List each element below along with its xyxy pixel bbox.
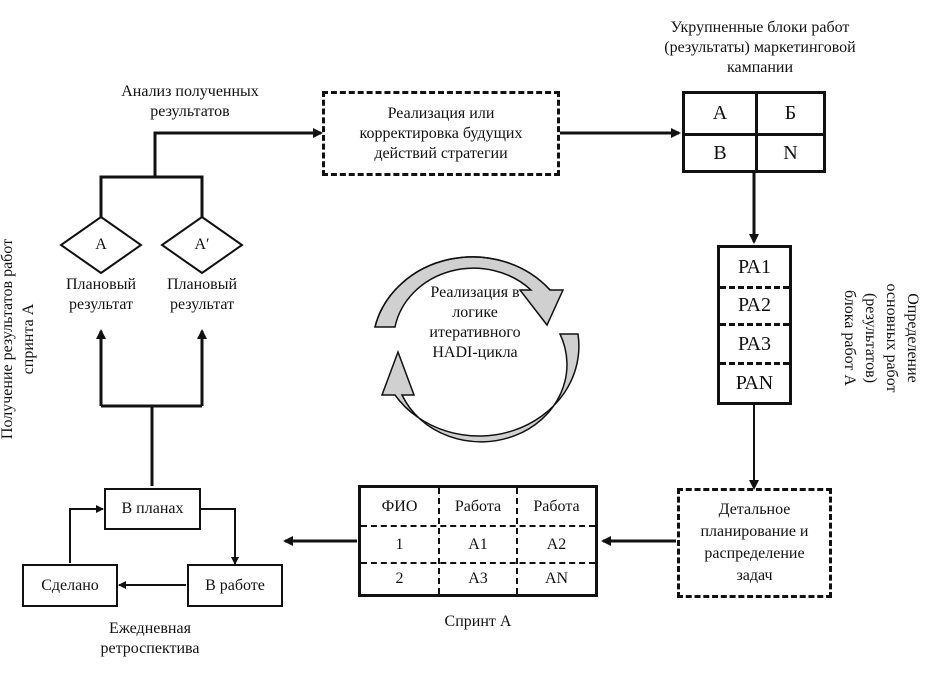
planned-result-a: Плановый результат [56,275,146,315]
strategy-line-2: корректировка будущих [359,124,523,142]
sprint-table: ФИО Работа Работа 1 А1 А2 2 А3 АN [358,485,598,597]
enlarged-line-1: Укрупненные блоки работ [670,19,850,36]
strategy-line-3: действий стратегии [374,144,508,162]
hadi-cycle-arrows [374,256,580,443]
block-a: А [712,102,728,124]
strategy-line-1: Реализация или [387,104,495,122]
planned-result-a-prime: Плановый результат [157,275,247,315]
defining-line-4: блока работ А [841,290,858,386]
row2-work-2: АN [544,570,569,587]
enlarged-line-3: кампании [726,59,794,76]
daily-retro-label: Ежедневная ретроспектива [80,619,220,659]
defining-line-3: (результатов) [862,292,879,384]
arrow-planned-to-progress [201,508,239,565]
work-item-1: РА1 [737,255,771,278]
block-b: Б [784,102,797,124]
work-item-3: РА3 [737,332,771,355]
hadi-line-4: HADI-цикла [432,344,518,361]
arrow-to-strategy [153,128,323,177]
kanban-done-label: Сделано [41,576,99,594]
row2-work-1: А3 [468,570,488,587]
hadi-arrow-outer-top [374,256,551,328]
planning-box: Детальное планирование и распределение з… [677,488,832,598]
branch-top [99,175,204,217]
planned-ap-line-2: результат [169,296,235,313]
kanban-done: Сделано [22,564,118,607]
hadi-line-2: логике [452,304,498,321]
planning-line-2: планирование и [700,523,809,540]
planned-a-line-1: Плановый [65,276,137,293]
defining-line-1: Определение [904,293,921,383]
diamond-a-prime [160,215,244,275]
branch-bottom [99,331,204,486]
planning-line-3: распределение [704,545,805,562]
strategy-box: Реализация или корректировка будущих дей… [322,91,560,176]
diamond-a [59,215,143,275]
diamond-a-symbol: А [95,236,107,253]
header-work-2: Работа [533,497,580,515]
block-v: В [713,141,727,164]
work-item-2: РА2 [737,294,771,316]
getting-line-2: спринта А [20,303,37,375]
enlarged-blocks-label: Укрупненные блоки работ (результаты) мар… [640,18,880,78]
blocks-grid: А Б В N [682,91,826,173]
daily-retro-line-1: Ежедневная [109,620,191,637]
analysis-line-1: Анализ полученных [121,83,259,100]
arrow-done-to-planned [69,505,104,563]
header-work-1: Работа [454,497,502,515]
header-fio: ФИО [381,497,418,515]
defining-line-2: основных работ [883,283,900,393]
hadi-line-3: итеративного [429,324,521,341]
block-n: N [783,141,798,164]
kanban-planned-label: В планах [121,500,184,517]
planning-line-4: задач [736,567,773,584]
analysis-line-2: результатов [150,103,230,120]
getting-results-label: Получение результатов работ спринта А [0,221,39,457]
enlarged-line-2: (результаты) маркетинговой [664,39,856,56]
defining-works-label: Определение основных работ (результатов)… [839,253,923,423]
row2-fio: 2 [395,570,404,587]
row1-fio: 1 [395,535,404,553]
analysis-label: Анализ полученных результатов [100,82,280,122]
daily-retro-line-2: ретроспектива [100,640,200,657]
hadi-line-1: Реализация в [430,284,520,301]
hadi-cycle-label: Реализация в логике итеративного HADI-ци… [405,283,545,363]
kanban-planned: В планах [104,488,201,530]
row1-work-2: А2 [546,535,567,553]
getting-line-1: Получение результатов работ [0,238,16,440]
hadi-arrow-bottom [380,333,580,443]
planned-a-line-2: результат [68,296,134,313]
work-item-n: РАN [735,372,774,394]
planned-ap-line-1: Плановый [166,276,238,293]
sprint-label: Спринт А [444,613,512,630]
row1-work-1: А1 [468,535,488,553]
kanban-in-progress: В работе [187,564,283,607]
kanban-in-progress-label: В работе [205,576,265,594]
planning-line-1: Детальное [718,501,791,518]
diamond-a-prime-symbol: А′ [194,236,210,253]
work-list: РА1 РА2 РА3 РАN [717,245,792,405]
